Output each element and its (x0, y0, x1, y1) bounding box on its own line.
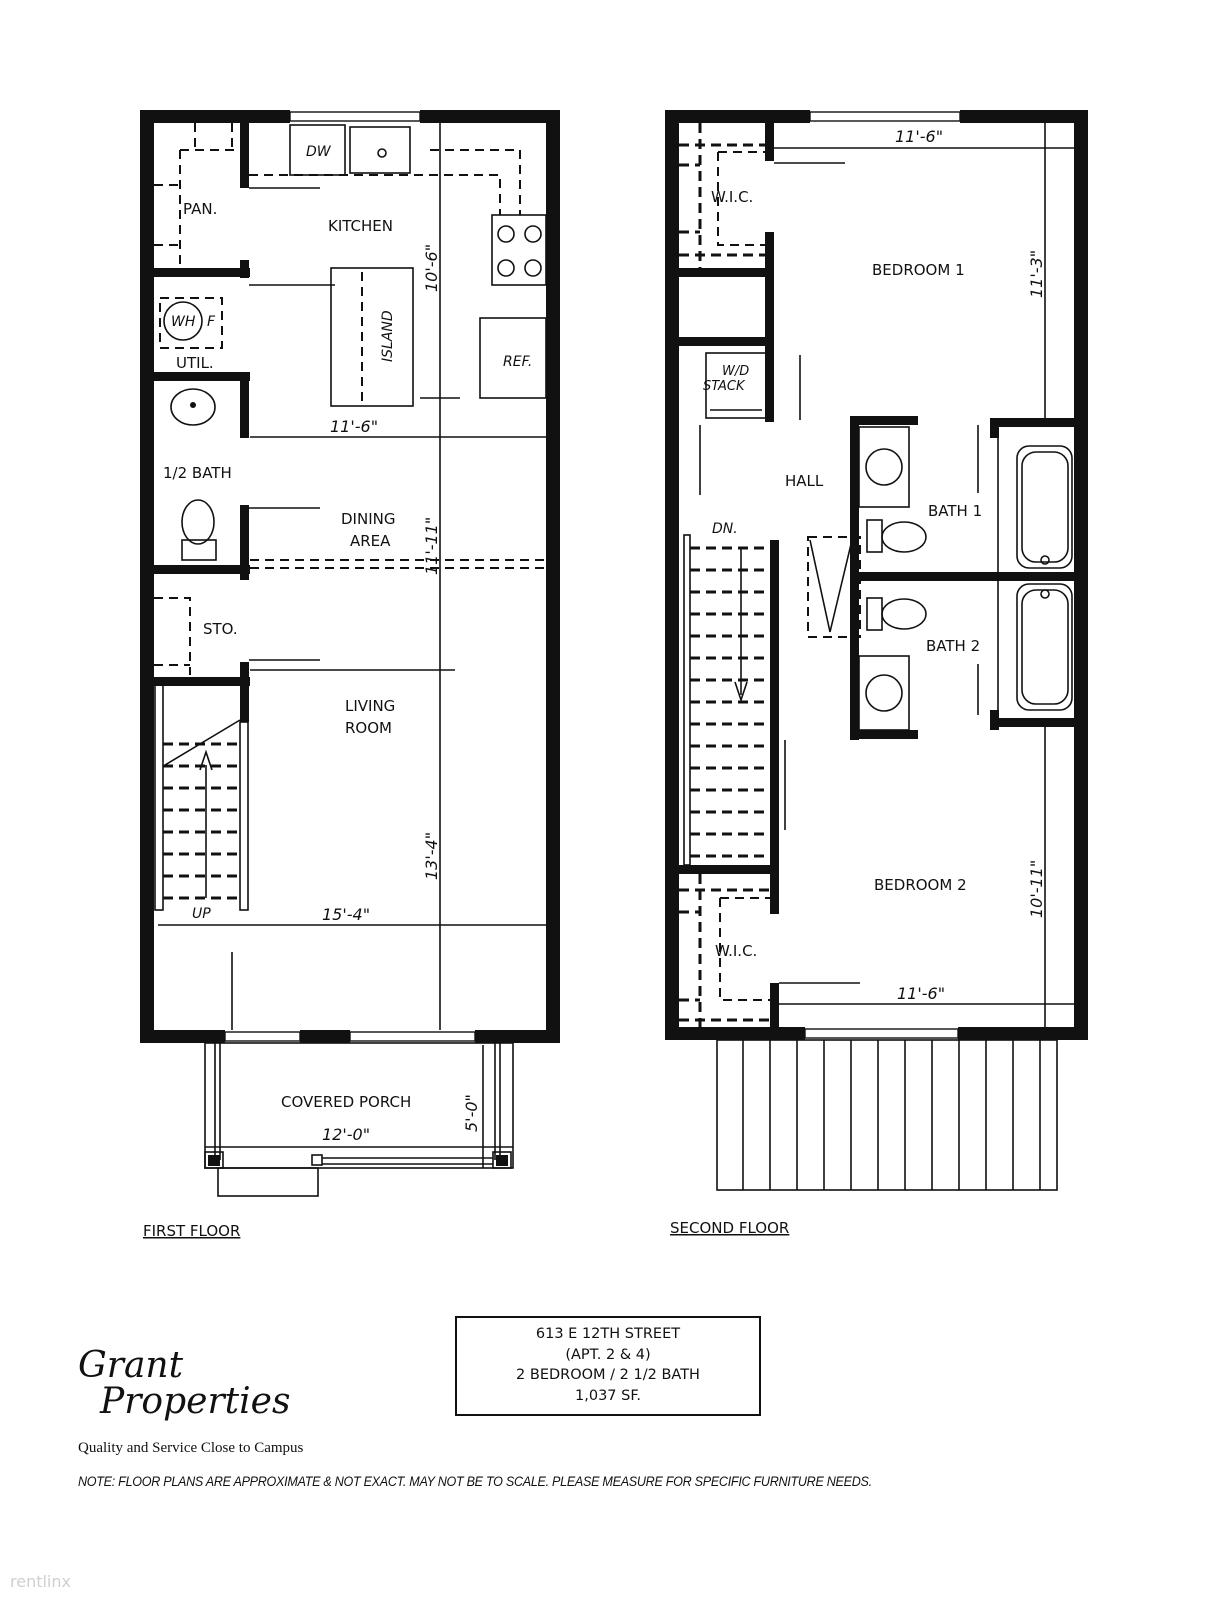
dimension-bedroom-2-width: 11'-6" (897, 984, 945, 1003)
room-label-porch: COVERED PORCH (281, 1093, 411, 1111)
room-label-bath-2: BATH 2 (926, 637, 980, 655)
second-floor-labels: W.I.C. BEDROOM 1 W/D STACK HALL DN. BATH… (670, 127, 1046, 1237)
appliance-label-dishwasher: DW (306, 144, 332, 160)
stairs-label-down: DN. (712, 521, 738, 537)
room-label-kitchen: KITCHEN (328, 217, 393, 235)
disclaimer-note: NOTE: FLOOR PLANS ARE APPROXIMATE & NOT … (78, 1474, 872, 1489)
room-label-storage: STO. (203, 620, 238, 638)
room-label-living-line2: ROOM (345, 719, 392, 737)
room-label-bath-1: BATH 1 (928, 502, 982, 520)
second-floor-title: SECOND FLOOR (670, 1219, 789, 1237)
room-label-utility: UTIL. (176, 354, 214, 372)
brand-tagline: Quality and Service Close to Campus (78, 1440, 304, 1456)
room-label-half-bath: 1/2 BATH (163, 464, 232, 482)
unit-address: 613 E 12TH STREET (535, 1326, 681, 1342)
first-floor-plan (140, 110, 560, 1197)
room-label-hall: HALL (785, 472, 824, 490)
appliance-label-refrigerator: REF. (503, 354, 532, 370)
fixture-label-island: ISLAND (380, 310, 396, 362)
appliance-label-wd-line2: STACK (703, 379, 746, 394)
room-label-bedroom-1: BEDROOM 1 (872, 261, 965, 279)
brand-logo: Grant Properties (78, 1348, 290, 1420)
unit-apartments: (APT. 2 & 4) (565, 1346, 651, 1363)
first-floor-title: FIRST FLOOR (143, 1222, 240, 1240)
watermark: rentlinx (10, 1572, 71, 1591)
brand-name-line1: Grant (78, 1345, 184, 1386)
room-label-dining-line2: AREA (350, 532, 391, 550)
dimension-kitchen-depth: 10'-6" (422, 244, 441, 292)
room-label-pantry: PAN. (183, 200, 217, 218)
dimension-living-depth: 13'-4" (422, 832, 441, 880)
stairs-label-up: UP (192, 906, 211, 922)
second-floor-stair-treads (690, 546, 770, 858)
unit-layout: 2 BEDROOM / 2 1/2 BATH (516, 1367, 700, 1383)
dimension-bedroom-1-depth: 11'-3" (1027, 250, 1046, 298)
second-floor-plan (665, 110, 1088, 1191)
appliance-label-furnace: F (207, 314, 216, 330)
appliance-label-water-heater: WH (171, 314, 196, 330)
dimension-bedroom-2-depth: 10'-11" (1027, 860, 1046, 918)
room-label-wic-1: W.I.C. (711, 188, 753, 206)
appliance-label-wd-line1: W/D (722, 364, 749, 379)
dimension-porch-depth: 5'-0" (462, 1094, 481, 1132)
room-label-living-line1: LIVING (345, 697, 395, 715)
first-floor-labels: PAN. KITCHEN DW ISLAND REF. WH F UTIL. 1… (143, 144, 532, 1240)
dimension-kitchen-width: 11'-6" (330, 417, 378, 436)
deck-boards (742, 1040, 1041, 1190)
room-label-bedroom-2: BEDROOM 2 (874, 876, 967, 894)
unit-info-box: 613 E 12TH STREET (APT. 2 & 4) 2 BEDROOM… (455, 1316, 761, 1416)
dimension-living-width: 15'-4" (322, 905, 370, 924)
dimension-bedroom-1-width: 11'-6" (895, 127, 943, 146)
room-label-dining-line1: DINING (341, 510, 395, 528)
room-label-wic-2: W.I.C. (715, 942, 757, 960)
dimension-porch-width: 12'-0" (322, 1125, 370, 1144)
dimension-dining-depth: 11'-11" (422, 517, 441, 575)
brand-name-line2: Properties (100, 1381, 291, 1422)
unit-area: 1,037 SF. (575, 1387, 641, 1404)
